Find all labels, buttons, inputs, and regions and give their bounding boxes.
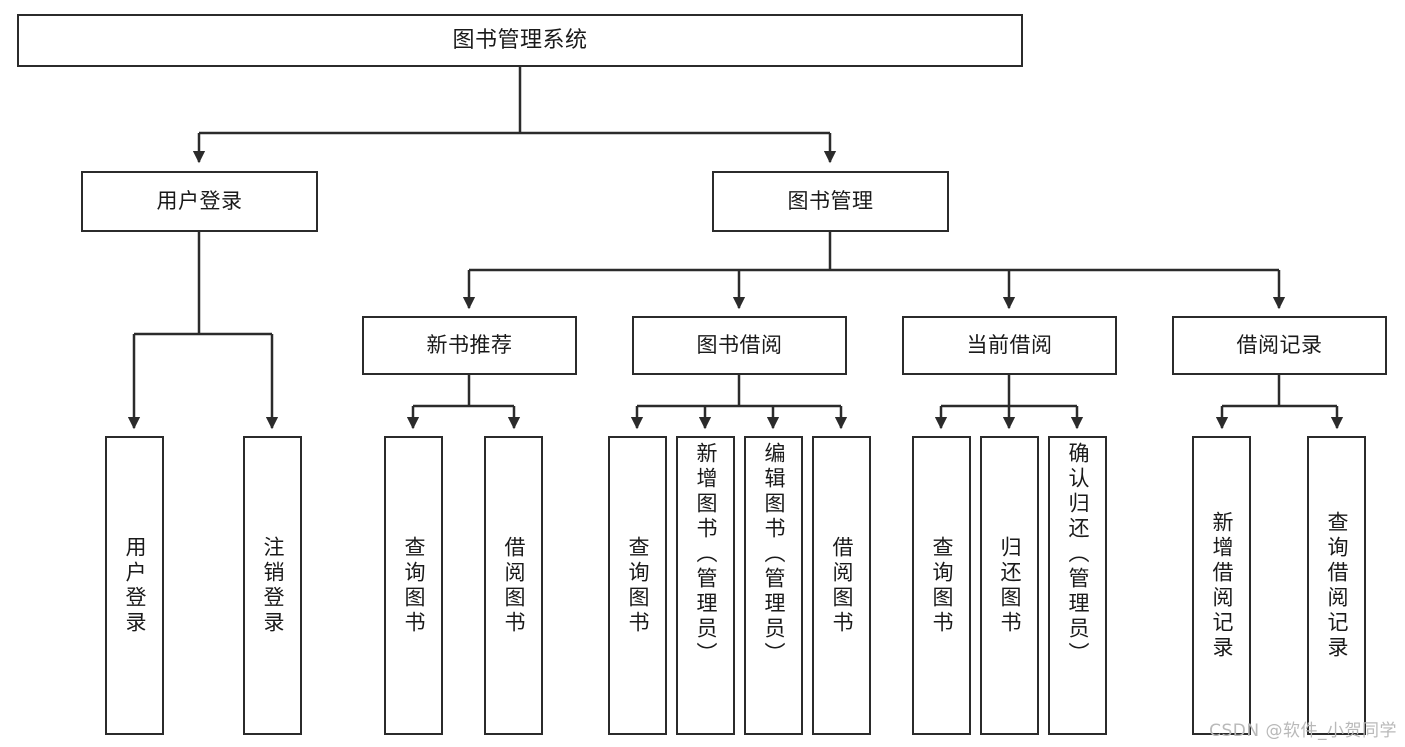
node-label: 编辑图书（管理员） — [762, 442, 786, 667]
node-label: 当前借阅 — [966, 333, 1053, 358]
node-label: 图书借阅 — [696, 333, 783, 358]
node-label: 查询图书 — [626, 535, 650, 636]
node-label: 用户登录 — [156, 189, 243, 214]
node-label: 新增图书（管理员） — [694, 442, 718, 667]
node-user-login[interactable]: 用户登录 — [81, 171, 318, 232]
node-label: 新书推荐 — [426, 333, 513, 358]
node-book-borrow[interactable]: 图书借阅 — [632, 316, 847, 375]
leaf-new-book-query[interactable]: 查询图书 — [384, 436, 443, 735]
node-label: 借阅记录 — [1236, 333, 1323, 358]
node-label: 确认归还（管理员） — [1066, 442, 1090, 667]
leaf-borrow-record-query[interactable]: 查询借阅记录 — [1307, 436, 1366, 735]
leaf-user-login-signin[interactable]: 用户登录 — [105, 436, 164, 735]
node-new-book-recommend[interactable]: 新书推荐 — [362, 316, 577, 375]
node-label: 查询借阅记录 — [1325, 510, 1349, 661]
node-label: 用户登录 — [123, 535, 147, 636]
node-label: 注销登录 — [261, 535, 285, 636]
node-book-management[interactable]: 图书管理 — [712, 171, 949, 232]
leaf-book-borrow-query[interactable]: 查询图书 — [608, 436, 667, 735]
leaf-current-borrow-confirm[interactable]: 确认归还（管理员） — [1048, 436, 1107, 735]
node-current-borrow[interactable]: 当前借阅 — [902, 316, 1117, 375]
node-label: 借阅图书 — [830, 535, 854, 636]
node-root-system[interactable]: 图书管理系统 — [17, 14, 1023, 67]
leaf-user-login-signout[interactable]: 注销登录 — [243, 436, 302, 735]
node-label: 查询图书 — [930, 535, 954, 636]
leaf-book-borrow-edit[interactable]: 编辑图书（管理员） — [744, 436, 803, 735]
leaf-book-borrow-lend[interactable]: 借阅图书 — [812, 436, 871, 735]
node-label: 图书管理系统 — [452, 27, 588, 53]
leaf-book-borrow-add[interactable]: 新增图书（管理员） — [676, 436, 735, 735]
node-label: 借阅图书 — [502, 535, 526, 636]
node-label: 图书管理 — [787, 189, 874, 214]
node-label: 新增借阅记录 — [1210, 510, 1234, 661]
node-label: 查询图书 — [402, 535, 426, 636]
node-label: 归还图书 — [998, 535, 1022, 636]
node-borrow-record[interactable]: 借阅记录 — [1172, 316, 1387, 375]
leaf-current-borrow-query[interactable]: 查询图书 — [912, 436, 971, 735]
leaf-borrow-record-add[interactable]: 新增借阅记录 — [1192, 436, 1251, 735]
leaf-current-borrow-return[interactable]: 归还图书 — [980, 436, 1039, 735]
leaf-new-book-borrow[interactable]: 借阅图书 — [484, 436, 543, 735]
